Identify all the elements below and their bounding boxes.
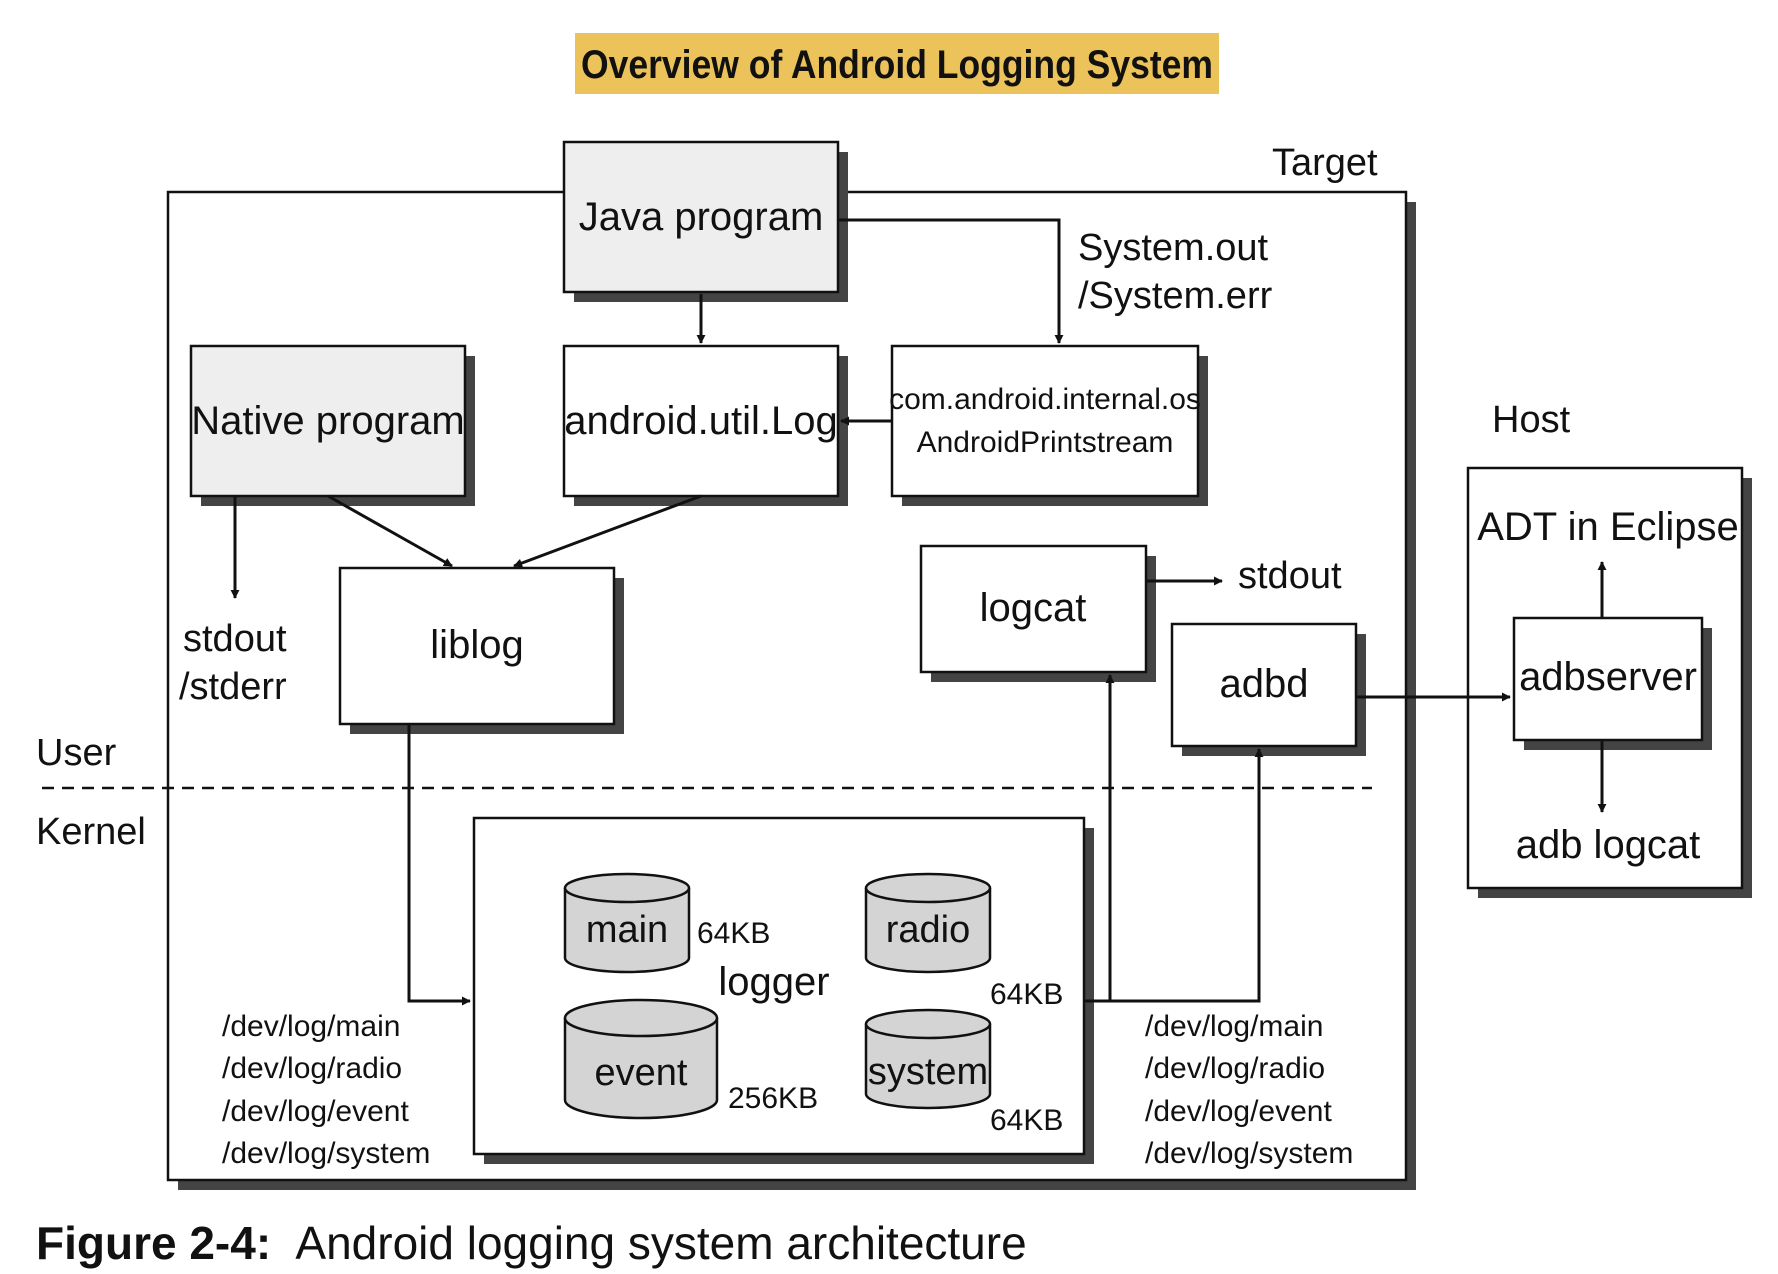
print-stream-line2: AndroidPrintstream	[917, 426, 1174, 459]
kernel-label: Kernel	[36, 811, 146, 853]
adbserver-label: adbserver	[1519, 655, 1697, 699]
java-program-box	[562, 140, 848, 302]
host-label: Host	[1492, 399, 1571, 441]
system-out-label: System.out	[1078, 227, 1269, 269]
logcat-box	[919, 544, 1156, 682]
system-err-label: /System.err	[1078, 275, 1273, 317]
native-program-box	[189, 344, 475, 506]
arrow-util-log-to-liblog	[513, 494, 702, 568]
arrow-logger-to-adbd	[1110, 748, 1264, 1003]
native-stderr-label: /stderr	[179, 666, 287, 708]
buffer-main-label: main	[586, 909, 668, 951]
liblog-box	[338, 566, 624, 734]
buffer-radio-size: 64KB	[990, 978, 1063, 1011]
arrow-java-to-print-stream	[838, 218, 1064, 344]
buffer-event-cylinder	[563, 998, 719, 1120]
logger-label: logger	[718, 960, 829, 1004]
buffer-event-label: event	[595, 1052, 688, 1094]
buffer-system-size: 64KB	[990, 1104, 1063, 1137]
figure-number: Figure 2-4:	[36, 1217, 271, 1269]
target-label: Target	[1272, 142, 1378, 184]
device-path-left-event: /dev/log/event	[222, 1095, 409, 1128]
adbd-box	[1170, 622, 1366, 756]
adb-logcat-label: adb logcat	[1516, 823, 1701, 867]
logcat-stdout-label: stdout	[1238, 555, 1342, 597]
device-paths-left: /dev/log/main /dev/log/radio /dev/log/ev…	[222, 1010, 430, 1170]
title-highlight	[575, 33, 1219, 94]
android-print-stream-box	[890, 344, 1208, 506]
native-stdout-label: stdout	[183, 618, 287, 660]
java-program-label: Java program	[579, 195, 824, 239]
logcat-label: logcat	[980, 586, 1087, 630]
device-path-right-main: /dev/log/main	[1145, 1010, 1323, 1043]
native-program-label: Native program	[191, 399, 464, 443]
device-path-right-event: /dev/log/event	[1145, 1095, 1332, 1128]
arrow-liblog-to-logger	[407, 724, 471, 1006]
device-path-right-radio: /dev/log/radio	[1145, 1052, 1325, 1085]
diagram-title: Overview of Android Logging System	[581, 43, 1213, 87]
buffer-radio-cylinder	[864, 872, 992, 974]
buffer-main-cylinder	[563, 872, 691, 974]
android-util-log-box	[562, 344, 848, 506]
device-path-left-system: /dev/log/system	[222, 1137, 430, 1170]
figure-caption-text: Android logging system architecture	[295, 1217, 1026, 1269]
arrow-native-to-liblog	[327, 494, 453, 568]
user-label: User	[36, 732, 117, 774]
device-path-left-radio: /dev/log/radio	[222, 1052, 402, 1085]
print-stream-line1: com.android.internal.os	[889, 383, 1201, 416]
adt-in-eclipse-label: ADT in Eclipse	[1477, 505, 1739, 549]
device-path-left-main: /dev/log/main	[222, 1010, 400, 1043]
connectors	[230, 218, 1607, 1006]
buffer-system-label: system	[868, 1051, 988, 1093]
buffer-radio-label: radio	[886, 909, 971, 951]
buffer-event-size: 256KB	[728, 1082, 818, 1115]
device-path-right-system: /dev/log/system	[1145, 1137, 1353, 1170]
device-paths-right: /dev/log/main /dev/log/radio /dev/log/ev…	[1145, 1010, 1353, 1170]
liblog-label: liblog	[430, 623, 523, 667]
buffer-main-size: 64KB	[697, 917, 770, 950]
android-util-log-label: android.util.Log	[564, 399, 838, 443]
adbd-label: adbd	[1220, 662, 1309, 706]
figure-caption: Figure 2-4: Android logging system archi…	[36, 1217, 1027, 1269]
adbserver-box	[1512, 616, 1712, 750]
buffer-system-cylinder	[864, 1008, 992, 1110]
